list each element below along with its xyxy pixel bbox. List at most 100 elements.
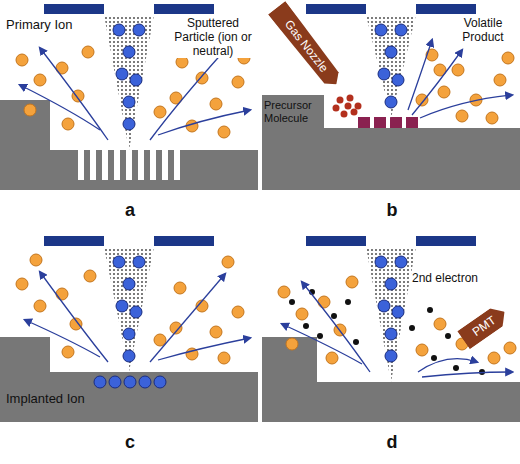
secondary-electron bbox=[345, 299, 351, 305]
primary-ion bbox=[395, 256, 407, 268]
sputtered-particle bbox=[218, 126, 230, 138]
trajectory-arrow bbox=[158, 110, 250, 135]
trajectory-arrow bbox=[25, 320, 100, 357]
sputtered-particle bbox=[34, 300, 46, 312]
sputtered-particle bbox=[30, 254, 42, 266]
primary-ion bbox=[123, 96, 135, 108]
sputtered-particle bbox=[62, 346, 74, 358]
sputtered-particle bbox=[438, 86, 450, 98]
secondary-electron bbox=[453, 365, 459, 371]
lens-plate bbox=[416, 4, 476, 14]
trajectory-arrow bbox=[150, 50, 225, 140]
sputtered-particle bbox=[232, 306, 244, 318]
sputtered-particle bbox=[218, 352, 230, 364]
primary-ion bbox=[123, 278, 135, 290]
primary-ion bbox=[385, 96, 397, 108]
gas-nozzle: Gas Nozzle bbox=[267, 1, 344, 91]
primary-ion bbox=[395, 24, 407, 36]
sputtered-particle bbox=[232, 76, 244, 88]
panel-letter: a bbox=[118, 200, 142, 221]
precursor-molecule bbox=[341, 111, 348, 118]
implanted-ion bbox=[124, 376, 136, 388]
sputtered-particle bbox=[154, 106, 166, 118]
trajectory-arrow bbox=[40, 272, 108, 362]
primary-ion bbox=[133, 24, 145, 36]
deposit-block bbox=[406, 117, 418, 128]
primary-ion bbox=[123, 118, 135, 130]
milled-trench bbox=[174, 150, 180, 180]
panel-letter: c bbox=[118, 432, 142, 453]
electron-label: 2nd electron bbox=[412, 272, 492, 286]
sputtered-particle bbox=[210, 326, 222, 338]
secondary-electron bbox=[427, 307, 433, 313]
secondary-electron bbox=[431, 355, 437, 361]
implanted-ion bbox=[109, 376, 121, 388]
milled-trench bbox=[138, 150, 144, 180]
sputtered-particle bbox=[326, 352, 338, 364]
precursor-molecule bbox=[337, 97, 344, 104]
sputtered-particle bbox=[62, 118, 74, 130]
primary-ion bbox=[385, 278, 397, 290]
node-text: Gas Nozzle bbox=[281, 17, 330, 75]
primary-ion bbox=[385, 328, 397, 340]
sputtered-particle bbox=[318, 296, 330, 308]
precursor-molecule bbox=[355, 103, 362, 110]
sputtered-particle bbox=[34, 74, 46, 86]
trajectory-arrow bbox=[302, 282, 370, 372]
fib-panel bbox=[262, 4, 520, 190]
lens-plate bbox=[154, 4, 214, 14]
primary-ion bbox=[116, 68, 128, 80]
ion-beam bbox=[366, 15, 416, 118]
milled-trench bbox=[102, 150, 108, 180]
precursor-molecule bbox=[347, 95, 354, 102]
fib-panel bbox=[262, 236, 520, 422]
sputtered-particle bbox=[346, 276, 358, 288]
primary-ion bbox=[375, 256, 387, 268]
lens-plate bbox=[44, 236, 104, 246]
secondary-electron bbox=[303, 323, 309, 329]
sputtered-particle bbox=[56, 288, 68, 300]
secondary-electron bbox=[289, 299, 295, 305]
primary-ion bbox=[392, 74, 404, 86]
trajectory-arrow bbox=[150, 274, 225, 362]
primary-ion bbox=[130, 74, 142, 86]
ion-beam bbox=[104, 247, 154, 372]
trajectory-arrow bbox=[282, 324, 362, 364]
primary-ion bbox=[116, 300, 128, 312]
sputtered-particle bbox=[286, 338, 298, 350]
primary-ion bbox=[378, 300, 390, 312]
primary-ion bbox=[385, 46, 397, 58]
primary-ion bbox=[385, 350, 397, 362]
sputtered-particle bbox=[502, 52, 514, 64]
particle-label: Sputtered Particle (ion or neutral) bbox=[168, 17, 258, 58]
product-label: Volatile Product bbox=[450, 17, 516, 45]
fib-panel bbox=[0, 236, 258, 422]
trajectory-arrow bbox=[20, 85, 100, 130]
sputtered-particle bbox=[494, 74, 506, 86]
precursor-label: Precursor Molecule bbox=[264, 99, 322, 124]
trajectory-arrow bbox=[408, 40, 432, 110]
sputtered-particle bbox=[504, 342, 516, 354]
precursor-molecule bbox=[345, 103, 352, 110]
deposit-block bbox=[374, 117, 386, 128]
ion-beam bbox=[104, 15, 154, 150]
trajectory-arrow bbox=[158, 338, 250, 360]
node-shape bbox=[457, 303, 511, 350]
lens-plate bbox=[154, 236, 214, 246]
ion-beam bbox=[366, 247, 416, 382]
deposit-block bbox=[390, 117, 402, 128]
sputtered-particle bbox=[416, 344, 428, 356]
lens-plate bbox=[306, 4, 366, 14]
sputtered-particle bbox=[154, 334, 166, 346]
sputtered-particle bbox=[296, 308, 308, 320]
sputtered-particle bbox=[16, 54, 28, 66]
fib-panel bbox=[0, 4, 258, 190]
trajectory-arrow bbox=[40, 48, 108, 140]
milled-trench bbox=[150, 150, 156, 180]
trajectory-arrow bbox=[420, 95, 512, 118]
secondary-electron bbox=[409, 325, 415, 331]
primary-ion bbox=[123, 350, 135, 362]
sputtered-particle bbox=[174, 282, 186, 294]
pmt-detector: PMT bbox=[457, 303, 511, 350]
